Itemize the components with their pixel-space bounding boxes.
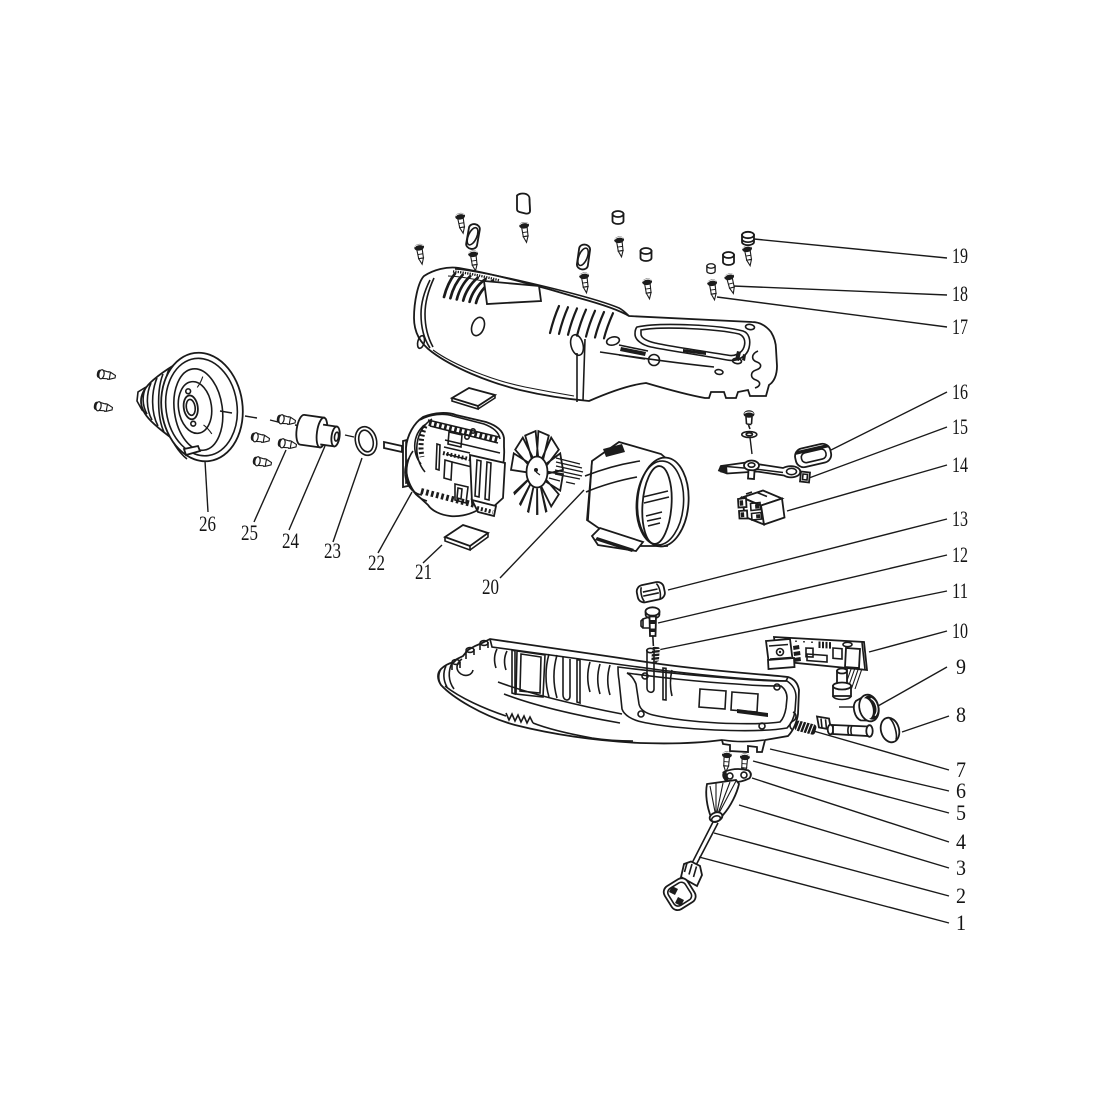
svg-text:13: 13 — [952, 506, 968, 531]
svg-text:5: 5 — [956, 800, 966, 825]
svg-text:23: 23 — [324, 538, 341, 563]
svg-text:6: 6 — [956, 778, 966, 803]
svg-text:19: 19 — [952, 243, 968, 268]
svg-text:25: 25 — [241, 520, 258, 545]
svg-text:15: 15 — [952, 414, 968, 439]
svg-text:9: 9 — [956, 654, 966, 679]
svg-text:10: 10 — [952, 618, 968, 643]
svg-text:7: 7 — [956, 757, 966, 782]
svg-text:1: 1 — [956, 910, 966, 935]
svg-text:20: 20 — [482, 574, 499, 599]
svg-text:24: 24 — [282, 528, 299, 553]
svg-text:12: 12 — [952, 542, 968, 567]
svg-text:18: 18 — [952, 281, 968, 306]
svg-text:21: 21 — [415, 559, 432, 584]
svg-text:3: 3 — [956, 855, 966, 880]
svg-text:11: 11 — [952, 578, 968, 603]
svg-text:4: 4 — [956, 829, 966, 854]
svg-text:14: 14 — [952, 452, 968, 477]
svg-text:17: 17 — [952, 314, 968, 339]
svg-text:2: 2 — [956, 883, 966, 908]
svg-text:22: 22 — [368, 550, 385, 575]
svg-text:26: 26 — [199, 511, 216, 536]
svg-text:16: 16 — [952, 379, 968, 404]
svg-text:8: 8 — [956, 702, 966, 727]
